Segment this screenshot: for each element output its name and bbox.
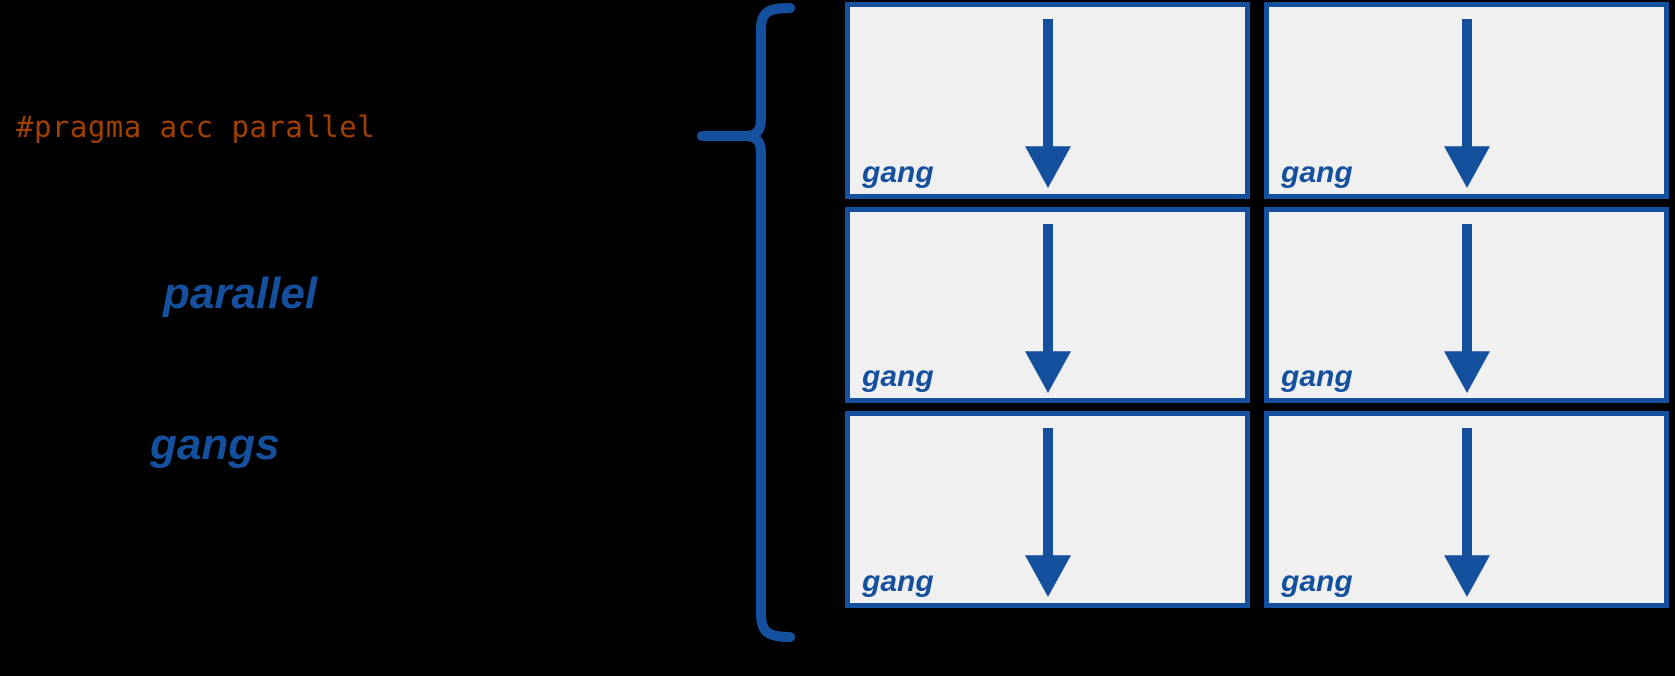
gang-label: gang <box>1281 155 1353 189</box>
down-arrow-icon <box>1434 223 1500 397</box>
brace-connector <box>640 0 800 676</box>
gang-label: gang <box>862 155 934 189</box>
gang-label: gang <box>862 360 934 394</box>
gang-cell[interactable]: gang <box>845 411 1250 608</box>
gang-cell[interactable]: gang <box>845 206 1250 404</box>
gang-grid: gang gang gang gang <box>845 2 1669 608</box>
down-arrow-icon <box>1015 428 1081 601</box>
keyword-gangs-label: gangs <box>150 420 280 469</box>
gang-cell[interactable]: gang <box>845 2 1250 199</box>
down-arrow-icon <box>1015 223 1081 397</box>
down-arrow-icon <box>1015 19 1081 192</box>
pragma-code-text: #pragma acc parallel <box>16 110 376 144</box>
gang-cell[interactable]: gang <box>1264 411 1669 608</box>
gang-cell[interactable]: gang <box>1264 206 1669 404</box>
left-curly-brace-icon <box>697 3 795 642</box>
keyword-parallel-label: parallel <box>163 269 318 318</box>
gang-label: gang <box>1281 565 1353 598</box>
gang-label: gang <box>1281 360 1353 394</box>
down-arrow-icon <box>1434 19 1500 192</box>
down-arrow-icon <box>1434 428 1500 601</box>
gang-label: gang <box>862 565 934 598</box>
gang-cell[interactable]: gang <box>1264 2 1669 199</box>
